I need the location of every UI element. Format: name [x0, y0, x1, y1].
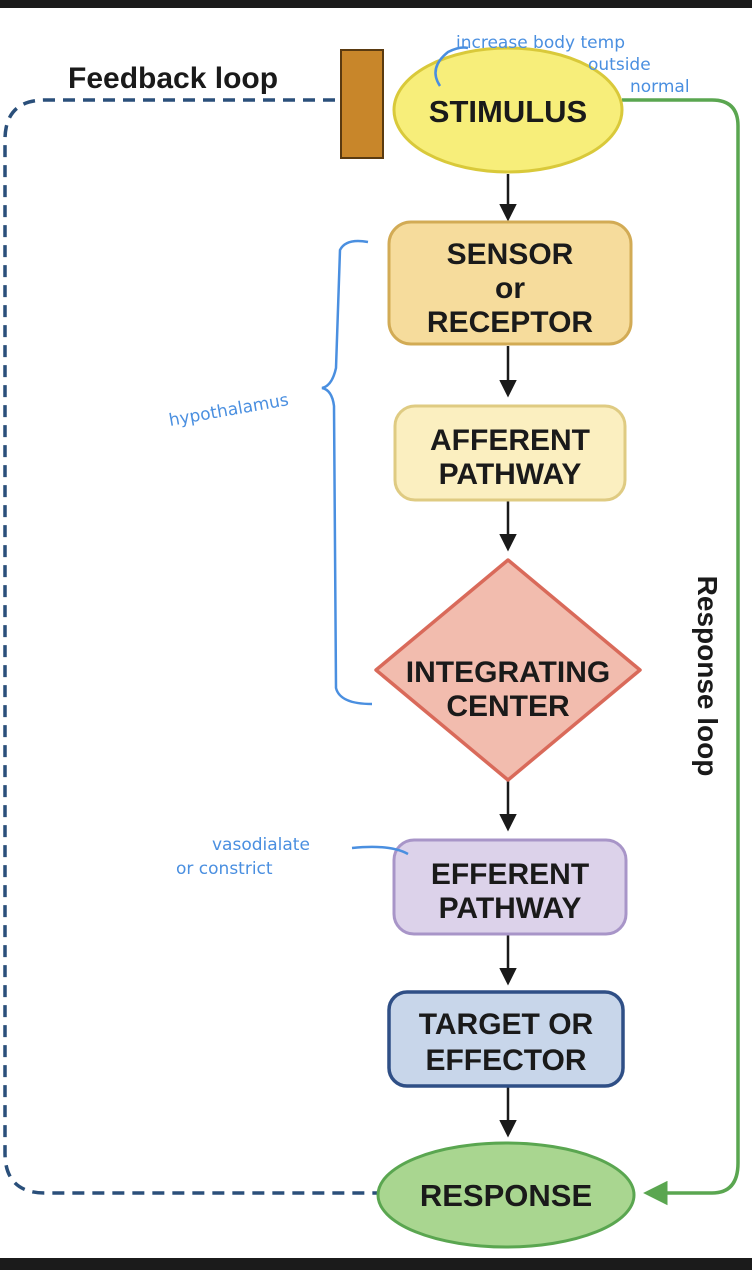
- stimulus-label: STIMULUS: [429, 94, 587, 129]
- stimulus-annotation: increase body temp outside normal: [434, 33, 690, 97]
- sensor-label-1: SENSOR: [447, 238, 574, 271]
- hypothalamus-note: hypothalamus: [167, 390, 290, 431]
- afferent-label-2: PATHWAY: [439, 458, 582, 491]
- feedback-block: [340, 49, 384, 159]
- afferent-label-1: AFFERENT: [430, 424, 590, 457]
- integrating-node: INTEGRATING CENTER: [374, 558, 642, 782]
- stimulus-node: STIMULUS: [392, 46, 624, 174]
- efferent-label-1: EFFERENT: [431, 858, 589, 891]
- efferent-note-line-1: vasodialate: [212, 835, 310, 855]
- diagram-canvas: Feedback loop Response loop STIMULUS SEN…: [0, 8, 752, 1258]
- stimulus-note-line-1: increase body temp: [456, 33, 625, 53]
- sensor-label-2: or: [495, 272, 525, 305]
- stimulus-note-line-2: outside: [588, 55, 651, 75]
- integrating-label-2: CENTER: [446, 690, 570, 723]
- homeostasis-flowchart: Feedback loop Response loop STIMULUS SEN…: [3, 33, 740, 1249]
- hypothalamus-bracket: hypothalamus: [167, 239, 373, 706]
- response-label: RESPONSE: [420, 1178, 592, 1213]
- efferent-label-2: PATHWAY: [439, 892, 582, 925]
- sensor-label-3: RECEPTOR: [427, 306, 593, 339]
- sensor-node: SENSOR or RECEPTOR: [387, 220, 633, 346]
- feedback-loop-label: Feedback loop: [68, 62, 278, 95]
- target-label-2: EFFECTOR: [425, 1044, 586, 1077]
- response-loop-line: [622, 98, 740, 1206]
- stimulus-note-line-3: normal: [630, 77, 690, 97]
- efferent-note-line-2: or constrict: [176, 859, 273, 879]
- response-node: RESPONSE: [376, 1141, 636, 1249]
- response-loop-label: Response loop: [692, 576, 723, 777]
- target-label-1: TARGET OR: [419, 1008, 594, 1041]
- afferent-node: AFFERENT PATHWAY: [393, 404, 627, 502]
- efferent-node: EFFERENT PATHWAY: [392, 838, 628, 936]
- feedback-loop-line: [3, 98, 380, 1195]
- efferent-annotation: vasodialate or constrict: [176, 835, 409, 879]
- integrating-label-1: INTEGRATING: [406, 656, 610, 689]
- target-node: TARGET OR EFFECTOR: [387, 990, 625, 1088]
